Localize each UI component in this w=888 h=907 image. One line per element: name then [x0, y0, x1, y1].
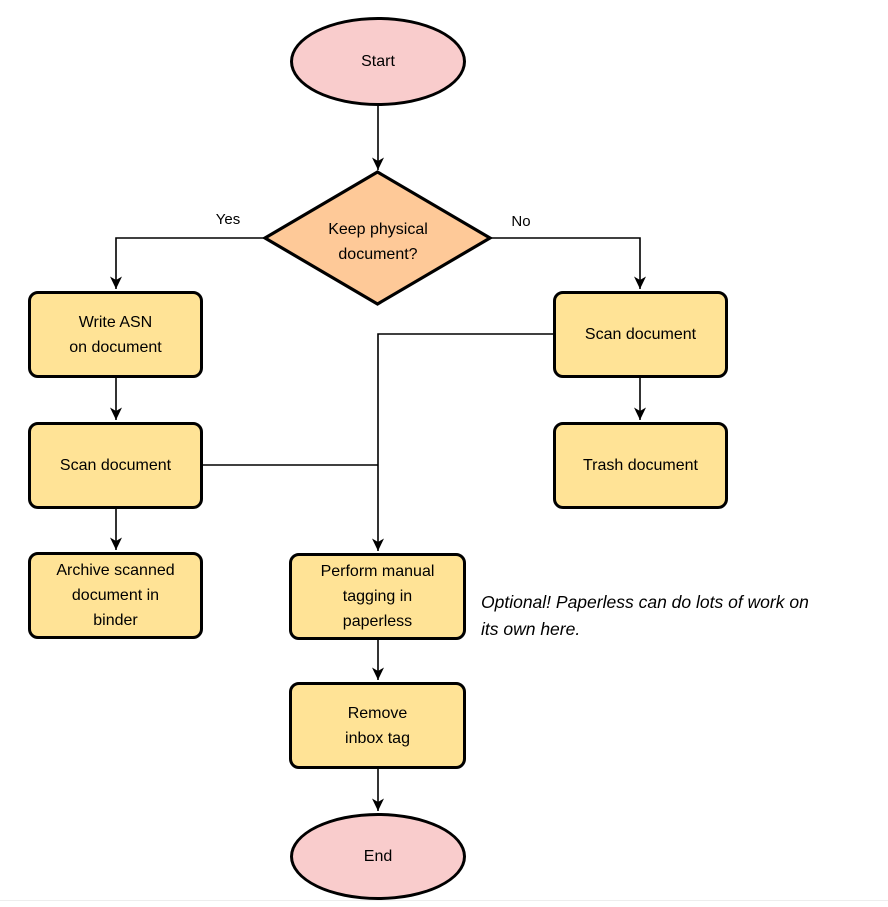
decision-diamond-shape	[261, 170, 494, 306]
node-scan-document-right: Scan document	[553, 291, 728, 378]
node-end-label: End	[363, 848, 393, 865]
node-remove-inbox-tag-label: Remove inbox tag	[345, 704, 410, 747]
node-manual-tagging-label: Perform manual tagging in paperless	[320, 563, 435, 630]
node-archive-binder: Archive scanned document in binder	[28, 552, 203, 639]
node-write-asn: Write ASN on document	[28, 291, 203, 378]
node-start-label: Start	[361, 53, 395, 70]
node-trash-document-label: Trash document	[582, 457, 698, 474]
node-decision: Keep physical document?	[278, 212, 478, 272]
node-scan-document-left: Scan document	[28, 422, 203, 509]
node-end: End	[290, 813, 466, 900]
node-remove-inbox-tag: Remove inbox tag	[289, 682, 466, 769]
edge-label-no: No	[511, 213, 531, 230]
edge-scan-right-to-tagging	[372, 333, 553, 551]
node-scan-document-left-label: Scan document	[59, 457, 172, 474]
node-archive-binder-label: Archive scanned document in binder	[56, 562, 175, 629]
node-scan-document-right-label: Scan document	[584, 326, 697, 343]
bottom-divider	[0, 900, 888, 901]
edge-label-yes: Yes	[215, 211, 241, 228]
optional-note: Optional! Paperless can do lots of work …	[481, 592, 809, 639]
edge-decision-yes	[110, 237, 265, 289]
edge-decision-no	[490, 237, 646, 289]
node-start: Start	[290, 17, 466, 106]
node-write-asn-label: Write ASN on document	[69, 313, 162, 356]
node-decision-label: Keep physical document?	[328, 221, 428, 263]
node-manual-tagging: Perform manual tagging in paperless	[289, 553, 466, 640]
node-trash-document: Trash document	[553, 422, 728, 509]
